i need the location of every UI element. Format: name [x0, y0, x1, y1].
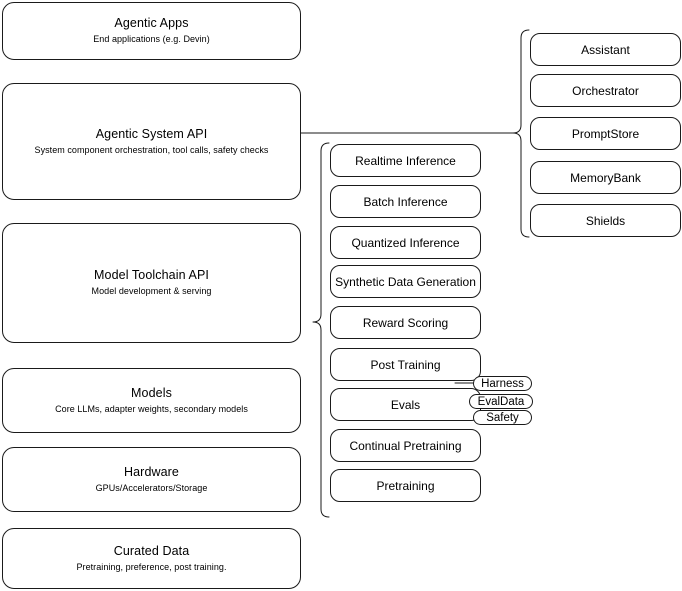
capability-label: Pretraining [376, 478, 435, 493]
evals-subcomponent-harness[interactable]: Harness [473, 376, 532, 391]
layer-subtitle: Pretraining, preference, post training. [76, 561, 227, 572]
capability-label: Quantized Inference [351, 235, 460, 250]
capability-label: Batch Inference [363, 194, 448, 209]
layer-title: Model Toolchain API [94, 268, 209, 282]
capability-synthetic-data-generation[interactable]: Synthetic Data Generation [330, 265, 481, 298]
capability-continual-pretraining[interactable]: Continual Pretraining [330, 429, 481, 462]
component-label: Shields [585, 213, 626, 228]
layer-subtitle: Core LLMs, adapter weights, secondary mo… [55, 403, 248, 414]
pill-label: Harness [481, 377, 524, 390]
layer-title: Curated Data [113, 543, 190, 558]
system-component-promptstore[interactable]: PromptStore [530, 117, 681, 150]
layer-title: Agentic System API [95, 126, 208, 141]
capability-pretraining[interactable]: Pretraining [330, 469, 481, 502]
layer-subtitle: End applications (e.g. Devin) [93, 34, 210, 44]
system-component-orchestrator[interactable]: Orchestrator [530, 74, 681, 107]
system-component-memorybank[interactable]: MemoryBank [530, 161, 681, 194]
layer-subtitle: GPUs/Accelerators/Storage [95, 482, 208, 493]
capability-label: Post Training [370, 357, 441, 372]
component-label: Assistant [581, 42, 630, 57]
capability-realtime-inference[interactable]: Realtime Inference [330, 144, 481, 177]
system-component-assistant[interactable]: Assistant [530, 33, 681, 66]
layer-box-agentic-system-api[interactable]: Agentic System API System component orch… [2, 83, 301, 200]
layer-title: Hardware [124, 464, 179, 479]
pill-label: Safety [486, 411, 519, 424]
component-label: Orchestrator [572, 83, 639, 98]
pill-label: EvalData [477, 395, 525, 408]
capability-reward-scoring[interactable]: Reward Scoring [330, 306, 481, 339]
capability-label: Continual Pretraining [349, 438, 462, 453]
capability-quantized-inference[interactable]: Quantized Inference [330, 226, 481, 259]
evals-subcomponent-evaldata[interactable]: EvalData [469, 394, 533, 409]
layer-box-agentic-apps[interactable]: Agentic Apps End applications (e.g. Devi… [2, 2, 301, 60]
capability-label: Evals [390, 397, 421, 412]
layer-title: Models [131, 385, 172, 400]
layer-box-model-toolchain-api[interactable]: Model Toolchain API Model development & … [2, 223, 301, 343]
evals-subcomponent-safety[interactable]: Safety [473, 410, 532, 425]
capability-label: Realtime Inference [355, 153, 456, 168]
component-label: MemoryBank [570, 170, 641, 185]
capability-label: Reward Scoring [362, 315, 449, 330]
component-label: PromptStore [571, 126, 640, 141]
capability-evals[interactable]: Evals [330, 388, 481, 421]
layer-box-models[interactable]: Models Core LLMs, adapter weights, secon… [2, 368, 301, 433]
capability-label: Synthetic Data Generation [335, 274, 476, 289]
layer-subtitle: Model development & serving [91, 286, 212, 296]
layer-title: Agentic Apps [114, 16, 189, 30]
layer-subtitle: System component orchestration, tool cal… [34, 144, 269, 155]
layer-box-hardware[interactable]: Hardware GPUs/Accelerators/Storage [2, 447, 301, 512]
layer-box-curated-data[interactable]: Curated Data Pretraining, preference, po… [2, 528, 301, 589]
capability-post-training[interactable]: Post Training [330, 348, 481, 381]
system-component-shields[interactable]: Shields [530, 204, 681, 237]
capability-batch-inference[interactable]: Batch Inference [330, 185, 481, 218]
